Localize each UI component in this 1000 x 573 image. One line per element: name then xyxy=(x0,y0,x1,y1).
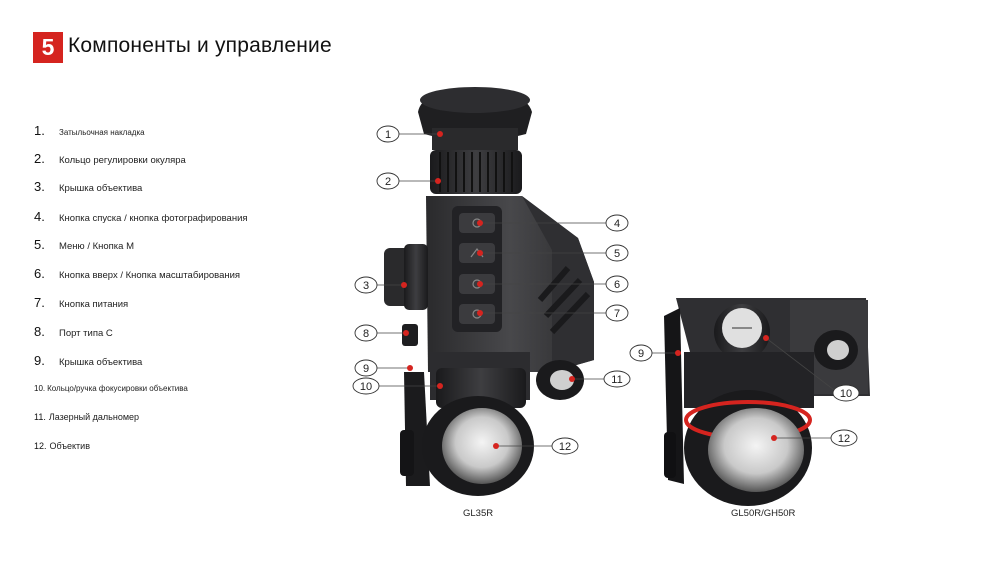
list-item: 9. Крышка объектива xyxy=(34,353,142,368)
item-label: Кольцо/ручка фокусировки объектива xyxy=(47,384,188,393)
callout-marker: 1 xyxy=(376,125,400,143)
callout-marker: 10 xyxy=(832,384,860,402)
item-label: Порт типа C xyxy=(59,328,113,339)
callout-marker: 10 xyxy=(352,377,380,395)
page-title: Компоненты и управление xyxy=(68,34,332,57)
list-item: 3. Крышка объектива xyxy=(34,179,142,194)
svg-text:3: 3 xyxy=(363,280,369,292)
item-number: 7. xyxy=(34,295,45,310)
item-label: Лазерный дальномер xyxy=(48,412,140,422)
item-number: 3. xyxy=(34,179,45,194)
item-number: 5. xyxy=(34,237,45,252)
item-number: 11. xyxy=(34,412,46,422)
callout-marker: 4 xyxy=(605,214,629,232)
callout-marker: 3 xyxy=(354,276,378,294)
item-number: 8. xyxy=(34,324,45,339)
list-item: 10.Кольцо/ручка фокусировки объектива xyxy=(34,384,188,393)
callout-markers: 1 2 3 4 5 6 7 8 9 10 11 12 9 10 12 xyxy=(352,125,860,455)
callout-marker: 8 xyxy=(354,324,378,342)
svg-text:8: 8 xyxy=(363,328,369,340)
svg-text:12: 12 xyxy=(838,433,850,445)
item-number: 9. xyxy=(34,353,45,368)
gl50r-objective-lens xyxy=(708,408,804,492)
list-item: 4. Кнопка спуска / кнопка фотографировани… xyxy=(34,209,248,224)
svg-text:10: 10 xyxy=(840,388,852,400)
gl50r-device xyxy=(664,298,870,506)
button-panel xyxy=(452,206,502,332)
item-label: Объектив xyxy=(49,441,90,451)
focus-ring xyxy=(436,368,526,408)
svg-text:2: 2 xyxy=(385,176,391,188)
callout-marker: 9 xyxy=(629,344,653,362)
list-item: 5. Меню / Кнопка М xyxy=(34,237,134,252)
item-label: Крышка объектива xyxy=(59,357,143,368)
diopter-ring xyxy=(430,150,522,194)
list-item: 2. Кольцо регулировки окуляра xyxy=(34,151,186,166)
svg-text:6: 6 xyxy=(614,279,620,291)
item-label: Кнопка питания xyxy=(59,299,129,310)
callout-marker: 6 xyxy=(605,275,629,293)
list-item: 11.Лазерный дальномер xyxy=(34,412,139,422)
svg-text:4: 4 xyxy=(614,218,620,230)
svg-text:11: 11 xyxy=(611,374,622,386)
item-label: Кнопка спуска / кнопка фотографирования xyxy=(59,213,248,224)
item-number: 4. xyxy=(34,209,45,224)
item-label: Кольцо регулировки окуляра xyxy=(59,155,186,166)
callout-marker: 11 xyxy=(603,370,631,388)
gl50r-rangefinder-lens xyxy=(827,340,849,360)
caption-left-model: GL35R xyxy=(463,508,494,519)
caption-right-model: GL50R/GH50R xyxy=(731,508,796,519)
diopter-ring-ridges xyxy=(439,152,513,192)
lens-cap-handle xyxy=(400,430,414,476)
item-label: Затыльочная накладка xyxy=(59,128,145,137)
eyecup-rim xyxy=(420,87,530,113)
section-number-badge: 5 xyxy=(33,32,63,63)
item-label: Кнопка вверх / Кнопка масштабирования xyxy=(59,270,241,281)
svg-text:12: 12 xyxy=(559,441,571,453)
svg-text:9: 9 xyxy=(363,363,369,375)
usb-c-port xyxy=(402,324,418,346)
svg-text:9: 9 xyxy=(638,348,644,360)
item-label: Крышка объектива xyxy=(59,183,143,194)
callout-marker: 12 xyxy=(830,429,858,447)
callout-dots xyxy=(401,131,777,449)
callout-lines xyxy=(376,133,839,447)
callout-marker: 7 xyxy=(605,304,629,322)
list-item: 1. Затыльочная накладка xyxy=(34,123,145,138)
callout-marker: 9 xyxy=(354,359,378,377)
eyepiece-base xyxy=(432,128,518,150)
item-number: 10. xyxy=(34,384,46,393)
power-button xyxy=(459,304,495,324)
item-number: 12. xyxy=(34,441,47,451)
svg-text:7: 7 xyxy=(614,308,620,320)
gl35r-device xyxy=(384,87,594,496)
svg-text:10: 10 xyxy=(360,381,372,393)
svg-text:1: 1 xyxy=(385,129,391,141)
objective-lens xyxy=(442,408,522,484)
list-item: 7. Кнопка питания xyxy=(34,295,128,310)
callout-marker: 2 xyxy=(376,172,400,190)
laser-rangefinder-lens xyxy=(550,370,574,390)
item-number: 1. xyxy=(34,123,45,138)
item-number: 2. xyxy=(34,151,45,166)
callout-marker: 5 xyxy=(605,244,629,262)
battery-cap-knob xyxy=(404,244,428,310)
list-item: 8. Порт типа C xyxy=(34,324,113,339)
item-number: 6. xyxy=(34,266,45,281)
gl50r-lens-cap-handle xyxy=(664,432,676,478)
list-item: 12.Объектив xyxy=(34,441,90,451)
svg-text:5: 5 xyxy=(614,248,620,260)
list-item: 6. Кнопка вверх / Кнопка масштабирования xyxy=(34,266,240,281)
callout-marker: 12 xyxy=(551,437,579,455)
item-label: Меню / Кнопка М xyxy=(59,241,135,252)
